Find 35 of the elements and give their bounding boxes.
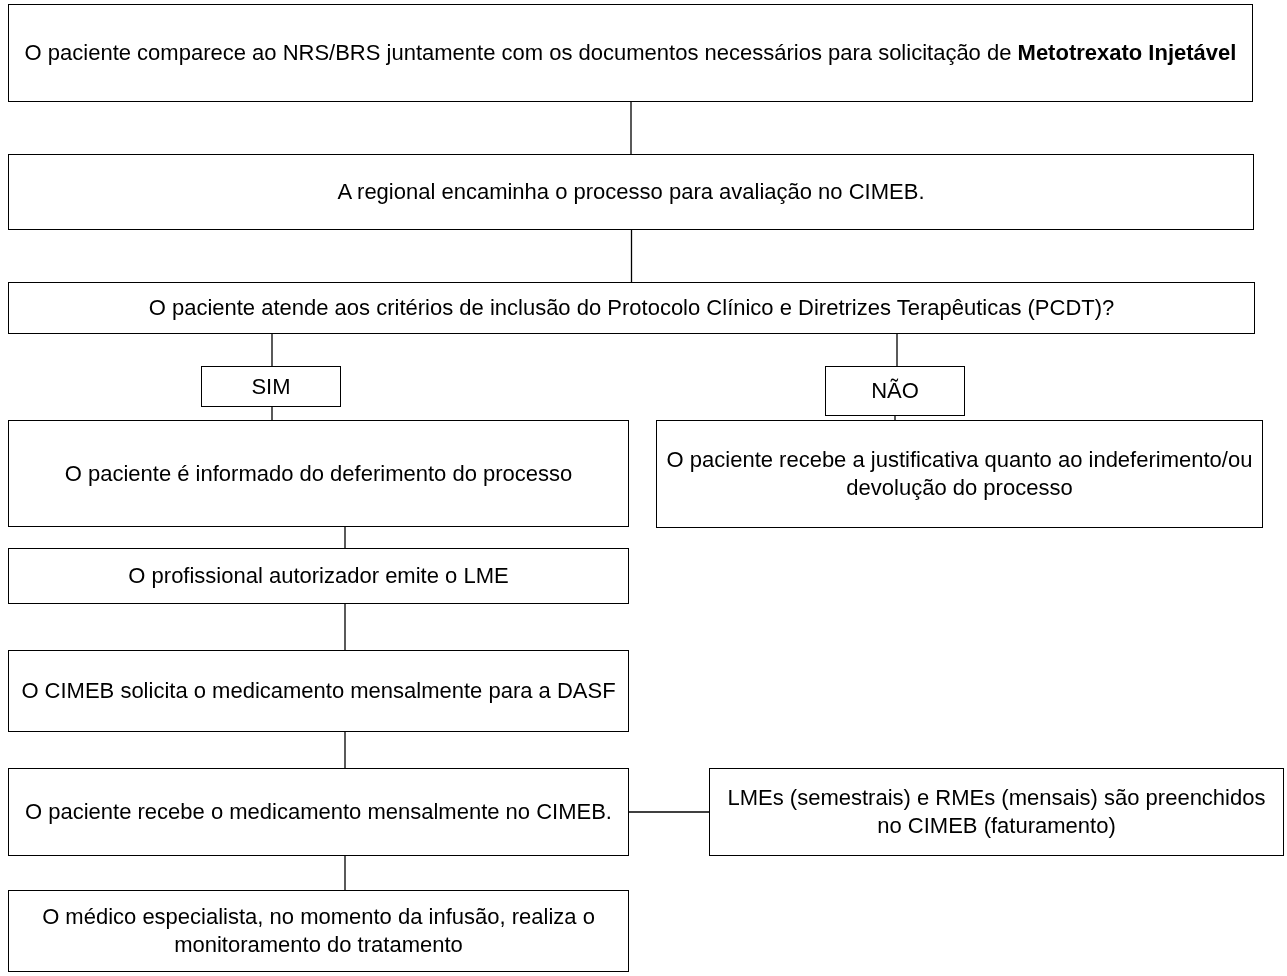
box-text: O paciente comparece ao NRS/BRS juntamente com os documentos necessários para solicitação de Metotrexato Injetável: [24, 39, 1237, 67]
connector-line: [344, 731, 346, 769]
connector-line: [271, 406, 273, 421]
process-box: [656, 420, 1263, 528]
connector-line: [344, 855, 346, 891]
box-text: O paciente atende aos critérios de inclusão do Protocolo Clínico e Diretrizes Terapêuticas (PCDT)?: [148, 294, 1115, 322]
process-box: [8, 420, 629, 527]
process-box: [8, 890, 629, 972]
box-text: SIM: [251, 372, 291, 401]
connector-line: [896, 333, 898, 367]
process-box: [8, 4, 1253, 102]
connector-line: [894, 415, 896, 421]
process-box: [8, 548, 629, 604]
answer-box: [201, 366, 341, 407]
process-box: [709, 768, 1284, 856]
box-text: O médico especialista, no momento da infusão, realiza o monitoramento do tratamento: [41, 903, 596, 959]
box-text: LMEs (semestrais) e RMEs (mensais) são preenchidos no CIMEB (faturamento): [726, 784, 1267, 840]
box-text: A regional encaminha o processo para avaliação no CIMEB.: [337, 178, 925, 206]
box-text: NÃO: [871, 377, 919, 405]
process-box: [8, 154, 1254, 230]
process-box: [8, 768, 629, 856]
connector-line: [630, 229, 633, 283]
connector-line: [628, 811, 710, 813]
box-text: O paciente recebe a justificativa quanto ao indeferimento/ou devolução do processo: [665, 446, 1254, 502]
process-box: [8, 282, 1255, 334]
box-text: O paciente é informado do deferimento do processo: [64, 459, 573, 488]
answer-box: [825, 366, 965, 416]
box-text: O profissional autorizador emite o LME: [128, 562, 509, 590]
connector-line: [344, 603, 346, 651]
connector-line: [271, 333, 273, 367]
box-text: O paciente recebe o medicamento mensalmente no CIMEB.: [25, 798, 612, 826]
box-text: O CIMEB solicita o medicamento mensalmente para a DASF: [21, 677, 616, 705]
process-box: [8, 650, 629, 732]
connector-line: [344, 526, 346, 549]
connector-line: [630, 101, 632, 155]
